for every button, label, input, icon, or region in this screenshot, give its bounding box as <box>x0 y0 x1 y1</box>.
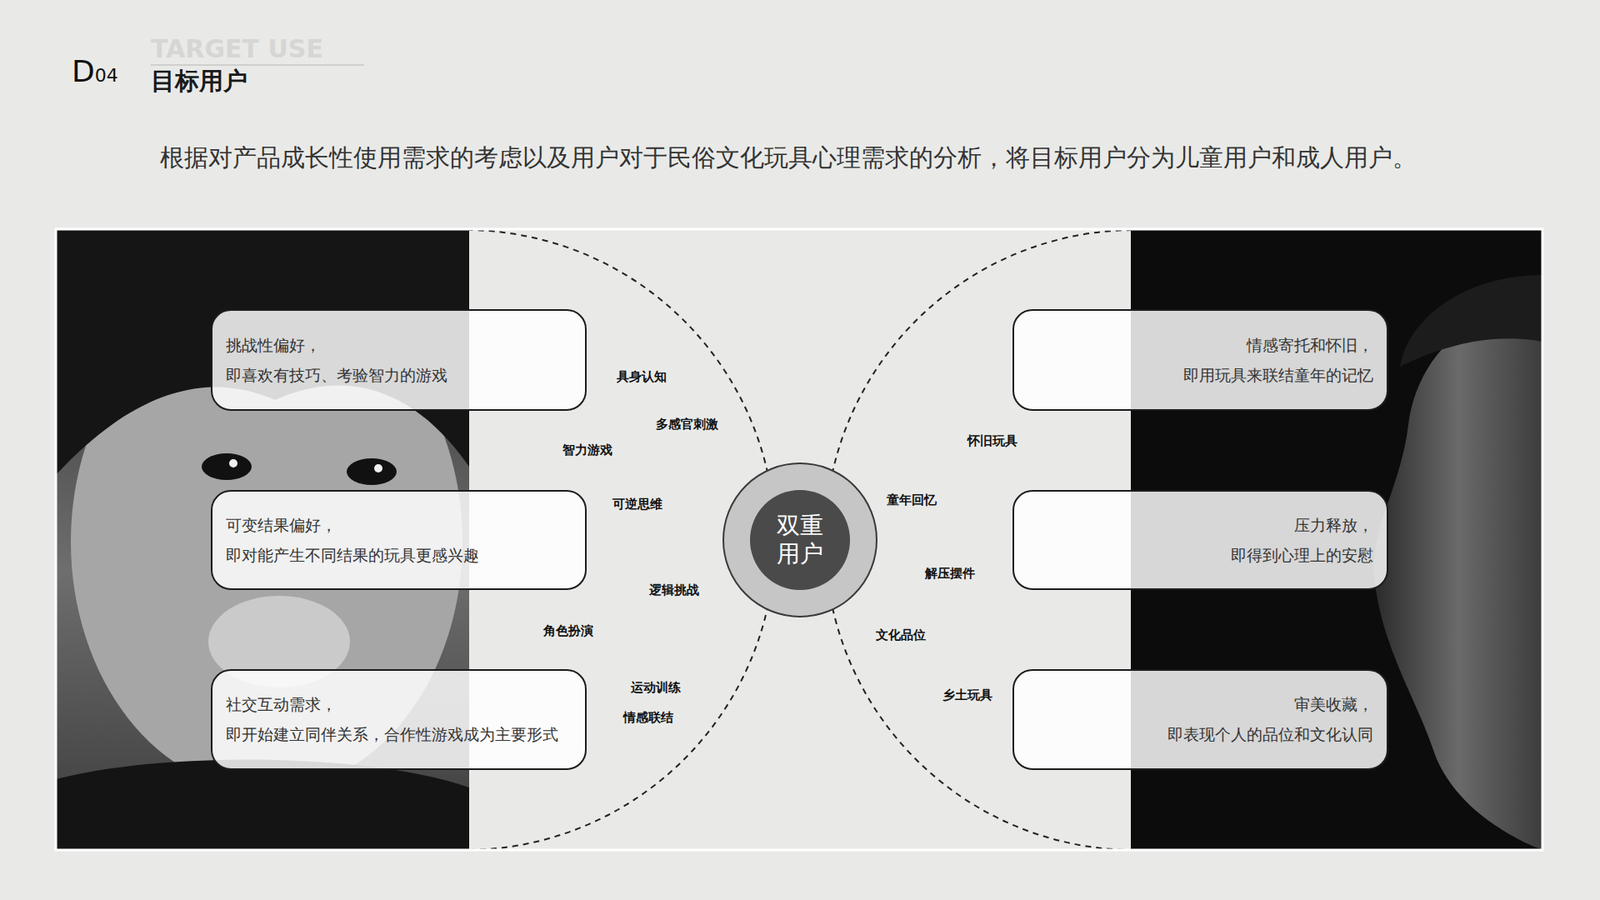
page-title: 目标用户 <box>150 68 248 95</box>
keyword-label: 多感官刺激 <box>654 416 720 432</box>
need-box: 社交互动需求， 即开始建立同伴关系，合作性游戏成为主要形式 <box>210 669 587 770</box>
watermark-underline <box>150 64 365 66</box>
need-heading: 社交互动需求， <box>225 694 337 715</box>
need-body: 即喜欢有技巧、考验智力的游戏 <box>225 365 448 386</box>
eye-shape <box>346 458 397 485</box>
need-box: 情感寄托和怀旧， 即用玩具来联结童年的记忆 <box>1012 309 1389 411</box>
page-number: D04 <box>71 56 119 87</box>
need-body: 即得到心理上的安慰 <box>1230 545 1374 566</box>
keyword-label: 角色扮演 <box>541 623 595 639</box>
keyword-label: 可逆思维 <box>610 496 665 512</box>
dashed-arc <box>155 230 775 850</box>
need-heading: 审美收藏， <box>1294 694 1374 715</box>
keyword-label: 童年回忆 <box>885 492 939 508</box>
keyword-label: 情感联结 <box>621 710 675 725</box>
need-heading: 情感寄托和怀旧， <box>1246 335 1374 356</box>
eye-light <box>229 459 238 468</box>
need-body: 即表现个人的品位和文化认同 <box>1167 724 1374 745</box>
need-body: 即对能产生不同结果的玩具更感兴趣 <box>225 545 480 566</box>
hair-shape <box>1400 275 1543 367</box>
eye-shape <box>201 453 252 480</box>
need-body: 即开始建立同伴关系，合作性游戏成为主要形式 <box>225 724 559 745</box>
need-heading: 可变结果偏好， <box>225 515 337 536</box>
eye-light <box>374 464 383 473</box>
center-circle: 双重 用户 <box>721 461 879 619</box>
outer-ring <box>723 463 877 617</box>
need-heading: 挑战性偏好， <box>225 335 321 356</box>
need-body: 即用玩具来联结童年的记忆 <box>1183 365 1374 386</box>
need-box: 挑战性偏好， 即喜欢有技巧、考验智力的游戏 <box>210 309 587 411</box>
need-box: 可变结果偏好， 即对能产生不同结果的玩具更感兴趣 <box>210 490 587 590</box>
dashed-arc <box>825 230 1445 850</box>
intro-text: 根据对产品成长性使用需求的考虑以及用户对于民俗文化玩具心理需求的分析，将目标用户… <box>160 143 1417 173</box>
inner-disc <box>750 490 850 590</box>
need-box: 审美收藏， 即表现个人的品位和文化认同 <box>1012 669 1389 770</box>
need-heading: 压力释放， <box>1294 515 1374 536</box>
need-box: 压力释放， 即得到心理上的安慰 <box>1012 490 1389 590</box>
frame-border <box>55 229 1543 850</box>
keyword-label: 解压摆件 <box>923 565 977 581</box>
keyword-label: 逻辑挑战 <box>647 582 701 598</box>
keyword-label: 运动训练 <box>629 680 683 695</box>
keyword-label: 智力游戏 <box>560 442 615 458</box>
face-shape <box>1373 300 1543 850</box>
center-label: 双重 用户 <box>775 511 825 568</box>
keyword-label: 文化品位 <box>874 627 928 643</box>
keyword-label: 乡土玩具 <box>940 687 995 703</box>
watermark: TARGET USE <box>150 36 324 62</box>
keyword-label: 怀旧玩具 <box>965 433 1020 449</box>
clothes-shape <box>55 760 470 850</box>
keyword-label: 具身认知 <box>615 369 669 385</box>
